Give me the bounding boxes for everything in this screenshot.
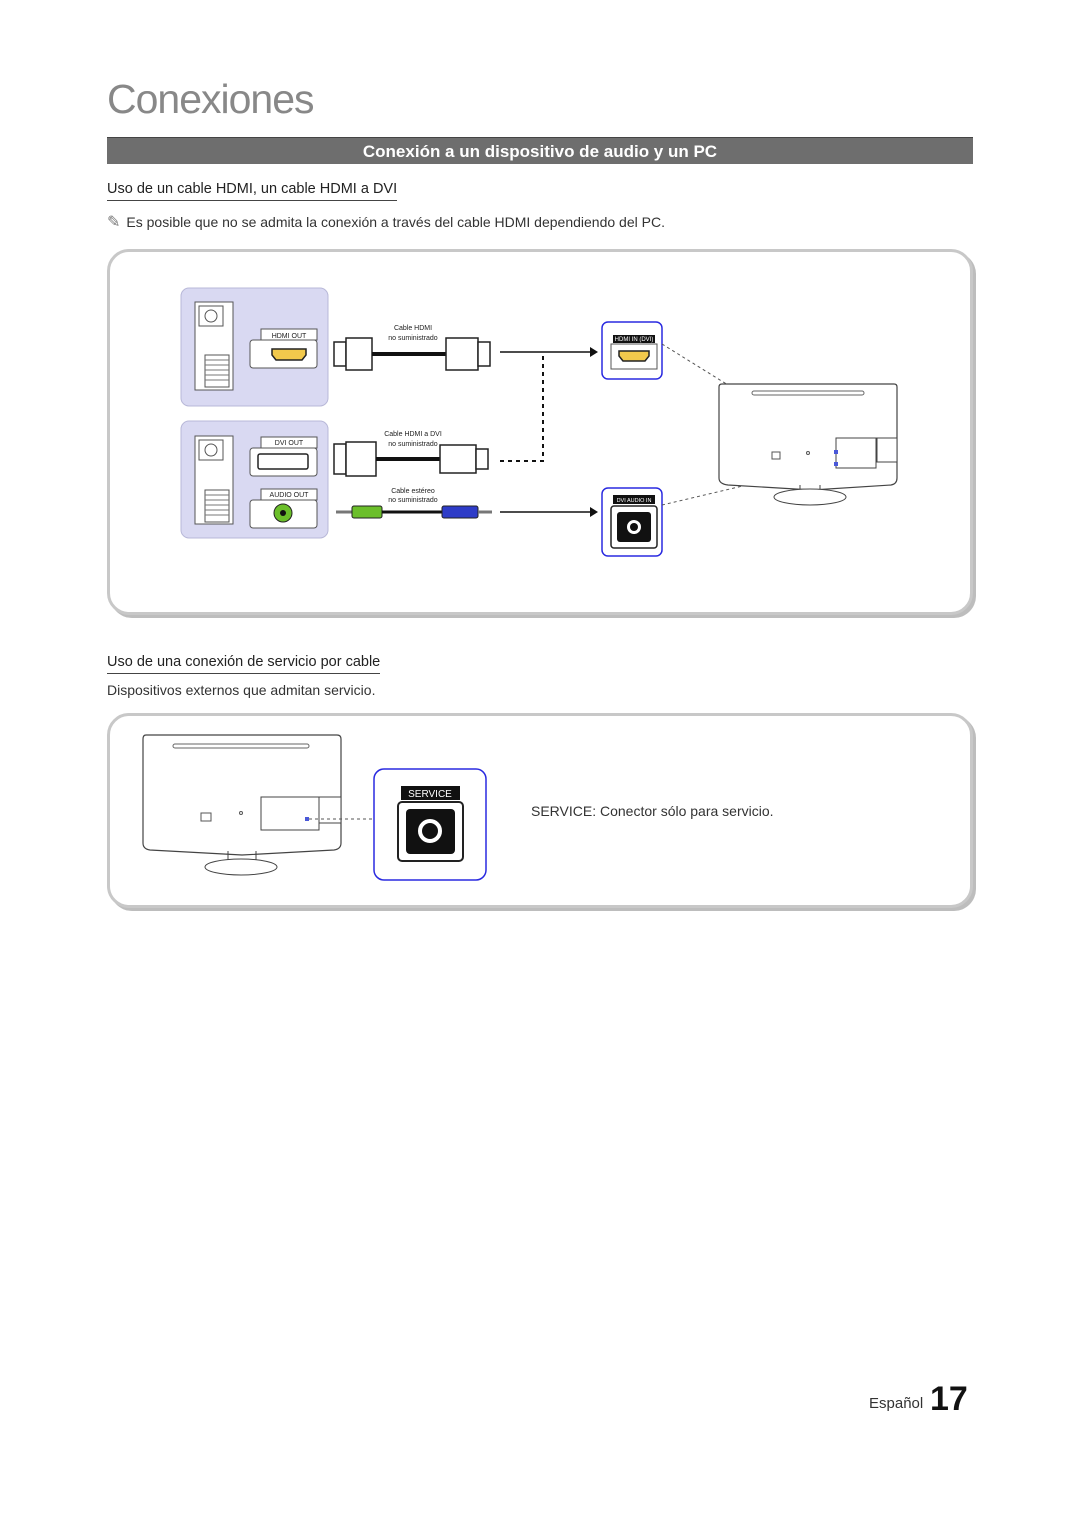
pc-tower-icon-2 (194, 435, 234, 525)
hdmi-cable-label-2: no suministrado (388, 335, 438, 342)
hdmi-dvi-cable-label-2: no suministrado (388, 441, 438, 448)
section-title-bar: Conexión a un dispositivo de audio y un … (107, 137, 973, 164)
service-subheading: Uso de una conexión de servicio por cabl… (107, 654, 381, 674)
service-port-label: SERVICE (408, 789, 452, 800)
page-number: 17 (930, 1380, 968, 1418)
note-line: ✎ Es posible que no se admita la conexión… (107, 212, 665, 232)
service-text: Dispositivos externos que admitan servic… (107, 682, 376, 698)
hdmi-port-icon (271, 348, 307, 361)
note-text: Es posible que no se admita la conexión … (126, 214, 665, 230)
service-description-keyword: SERVICE (531, 803, 593, 819)
hdmi-in-port-icon (618, 350, 650, 362)
hdmi-dvi-cable-label-1: Cable HDMI a DVI (384, 431, 442, 438)
hdmi-cable-label-1: Cable HDMI (394, 325, 432, 332)
page-title: Conexiones (107, 76, 315, 122)
tv-back-icon (718, 383, 898, 506)
stereo-cable-label-1: Cable estéreo (391, 488, 435, 495)
hdmi-in-label: HDMI IN (DVI) (615, 337, 654, 343)
audio-out-label: AUDIO OUT (270, 492, 310, 499)
dvi-out-label: DVI OUT (275, 440, 304, 447)
service-diagram: SERVICE (142, 734, 487, 881)
service-description-text: : Conector sólo para servicio. (592, 803, 774, 819)
stereo-cable (336, 505, 492, 519)
stereo-cable-label-2: no suministrado (388, 497, 438, 504)
hdmi-connection-diagram: HDMI OUT DVI OUT AUDIO OUT Cable HDMI no… (180, 287, 898, 557)
dvi-port-icon (257, 453, 309, 470)
dvi-dashed-route (500, 352, 544, 462)
tv-back-icon-service (142, 734, 342, 876)
hdmi-to-dvi-cable (333, 441, 489, 477)
hdmi-cable (333, 337, 491, 371)
dvi-audio-in-label: DVI AUDIO IN (617, 498, 652, 504)
footer-language: Español (869, 1395, 924, 1412)
hdmi-out-label: HDMI OUT (272, 333, 307, 340)
pencil-note-icon: ✎ (107, 214, 121, 231)
hdmi-subheading: Uso de un cable HDMI, un cable HDMI a DV… (107, 181, 398, 201)
pc-tower-icon (194, 301, 234, 391)
service-description: SERVICE: Conector sólo para servicio. (531, 803, 774, 819)
